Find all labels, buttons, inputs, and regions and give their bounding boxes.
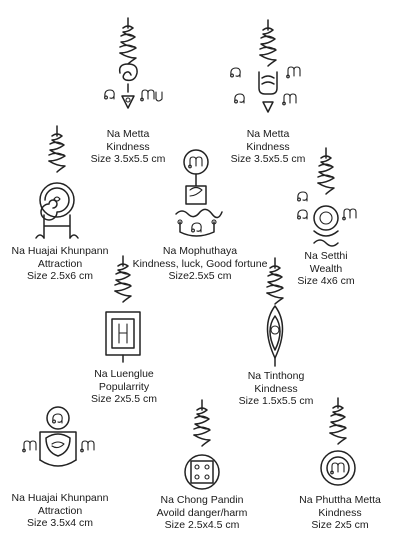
yantra-size: Size2.5x5 cm [168, 270, 232, 282]
yantra-name: Na Tinthong [247, 370, 305, 382]
yantra-tinthong [266, 257, 284, 367]
caption-huajai-khunpann-bottom: Na Huajai Khunpann Attraction Size 3.5x4… [4, 492, 116, 530]
yantra-name: Na Huajai Khunpann [11, 492, 109, 504]
yantra-name: Na Mophuthaya [162, 245, 238, 257]
yantra-name: Na Metta [106, 128, 150, 140]
caption-huajai-khunpann-top: Na Huajai Khunpann Attraction Size 2.5x6… [4, 245, 116, 283]
yantra-luenglue [105, 255, 141, 363]
caption-chong-pandin: Na Chong Pandin Avoild danger/harm Size … [146, 494, 258, 532]
yantra-size: Size 4x6 cm [297, 275, 355, 287]
yantra-name: Na Chong Pandin [160, 494, 244, 506]
caption-mophuthaya: Na Mophuthaya Kindness, luck, Good fortu… [130, 245, 270, 283]
yantra-meaning: Kindness [246, 140, 290, 153]
yantra-name: Na Luenglue [94, 368, 154, 380]
yantra-name: Na Metta [246, 128, 290, 140]
yantra-size: Size 3.5x5.5 cm [230, 153, 306, 165]
caption-luenglue: Na Luenglue Popularrity Size 2x5.5 cm [76, 368, 172, 406]
yantra-meaning: Attraction [37, 257, 83, 270]
yantra-size: Size 2x5 cm [311, 519, 369, 531]
yantra-phuttha-metta [320, 397, 356, 486]
yantra-huajai-khunpann-top [35, 125, 79, 239]
yantra-mophuthaya [175, 149, 223, 237]
yantra-meaning: Kindness [106, 140, 150, 153]
caption-tinthong: Na Tinthong Kindness Size 1.5x5.5 cm [226, 370, 326, 408]
yantra-name: Na Phuttha Metta [299, 494, 381, 506]
yantra-meaning: Kindness, luck, Good fortune [132, 257, 268, 270]
yantra-size: Size 2.5x6 cm [27, 270, 93, 282]
yantra-metta-left [104, 17, 163, 109]
yantra-meaning: Kindness [254, 382, 298, 395]
yantra-size: Size 3.5x5.5 cm [90, 153, 166, 165]
yantra-setthi [297, 147, 357, 247]
caption-setthi: Na Setthi Wealth Size 4x6 cm [286, 250, 366, 288]
yantra-size: Size 2x5.5 cm [91, 393, 157, 405]
yantra-size: Size 1.5x5.5 cm [238, 395, 314, 407]
yantra-chong-pandin [184, 399, 220, 490]
caption-metta-left: Na Metta Kindness Size 3.5x5.5 cm [76, 128, 180, 166]
yantra-meaning: Attraction [37, 504, 83, 517]
caption-phuttha-metta: Na Phuttha Metta Kindness Size 2x5 cm [290, 494, 390, 532]
yantra-size: Size 2.5x4.5 cm [164, 519, 240, 531]
yantra-meaning: Kindness [318, 506, 362, 519]
yantra-huajai-khunpann-bottom [22, 406, 95, 467]
yantra-meaning: Avoild danger/harm [156, 506, 248, 519]
yantra-size: Size 3.5x4 cm [27, 517, 93, 529]
yantra-meaning: Popularrity [98, 380, 150, 393]
yantra-name: Na Huajai Khunpann [11, 245, 109, 257]
yantra-meaning: Wealth [309, 262, 343, 275]
yantra-name: Na Setthi [304, 250, 348, 262]
caption-metta-right: Na Metta Kindness Size 3.5x5.5 cm [216, 128, 320, 166]
yantra-metta-right [230, 19, 301, 113]
